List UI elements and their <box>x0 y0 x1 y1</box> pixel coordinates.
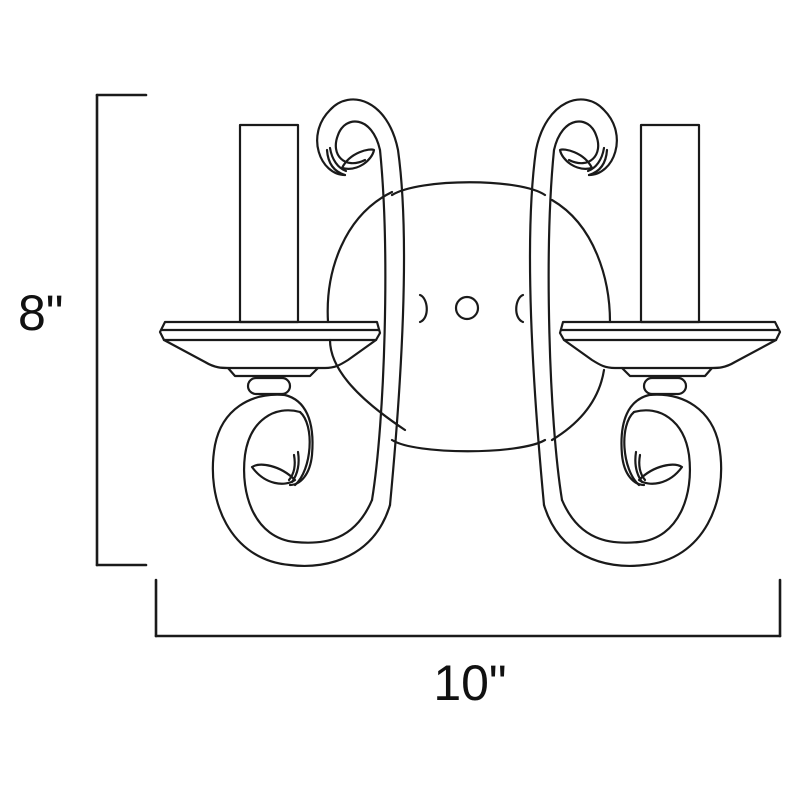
mount-screw-right <box>515 293 525 324</box>
left-scroll-arm <box>211 98 406 567</box>
right-scroll-arm <box>528 98 723 567</box>
mount-screw-center <box>454 295 480 321</box>
width-dimension-bracket <box>154 578 782 638</box>
left-candle <box>238 123 300 324</box>
height-dimension-bracket <box>95 93 148 567</box>
right-bobeche-cup <box>558 320 782 378</box>
height-dimension-label: 8" <box>18 285 64 341</box>
width-dimension-label: 10" <box>433 655 507 711</box>
backplate <box>326 181 612 453</box>
mount-screw-left <box>418 293 428 324</box>
left-bobeche-cup <box>158 320 382 378</box>
right-candle <box>639 123 701 324</box>
